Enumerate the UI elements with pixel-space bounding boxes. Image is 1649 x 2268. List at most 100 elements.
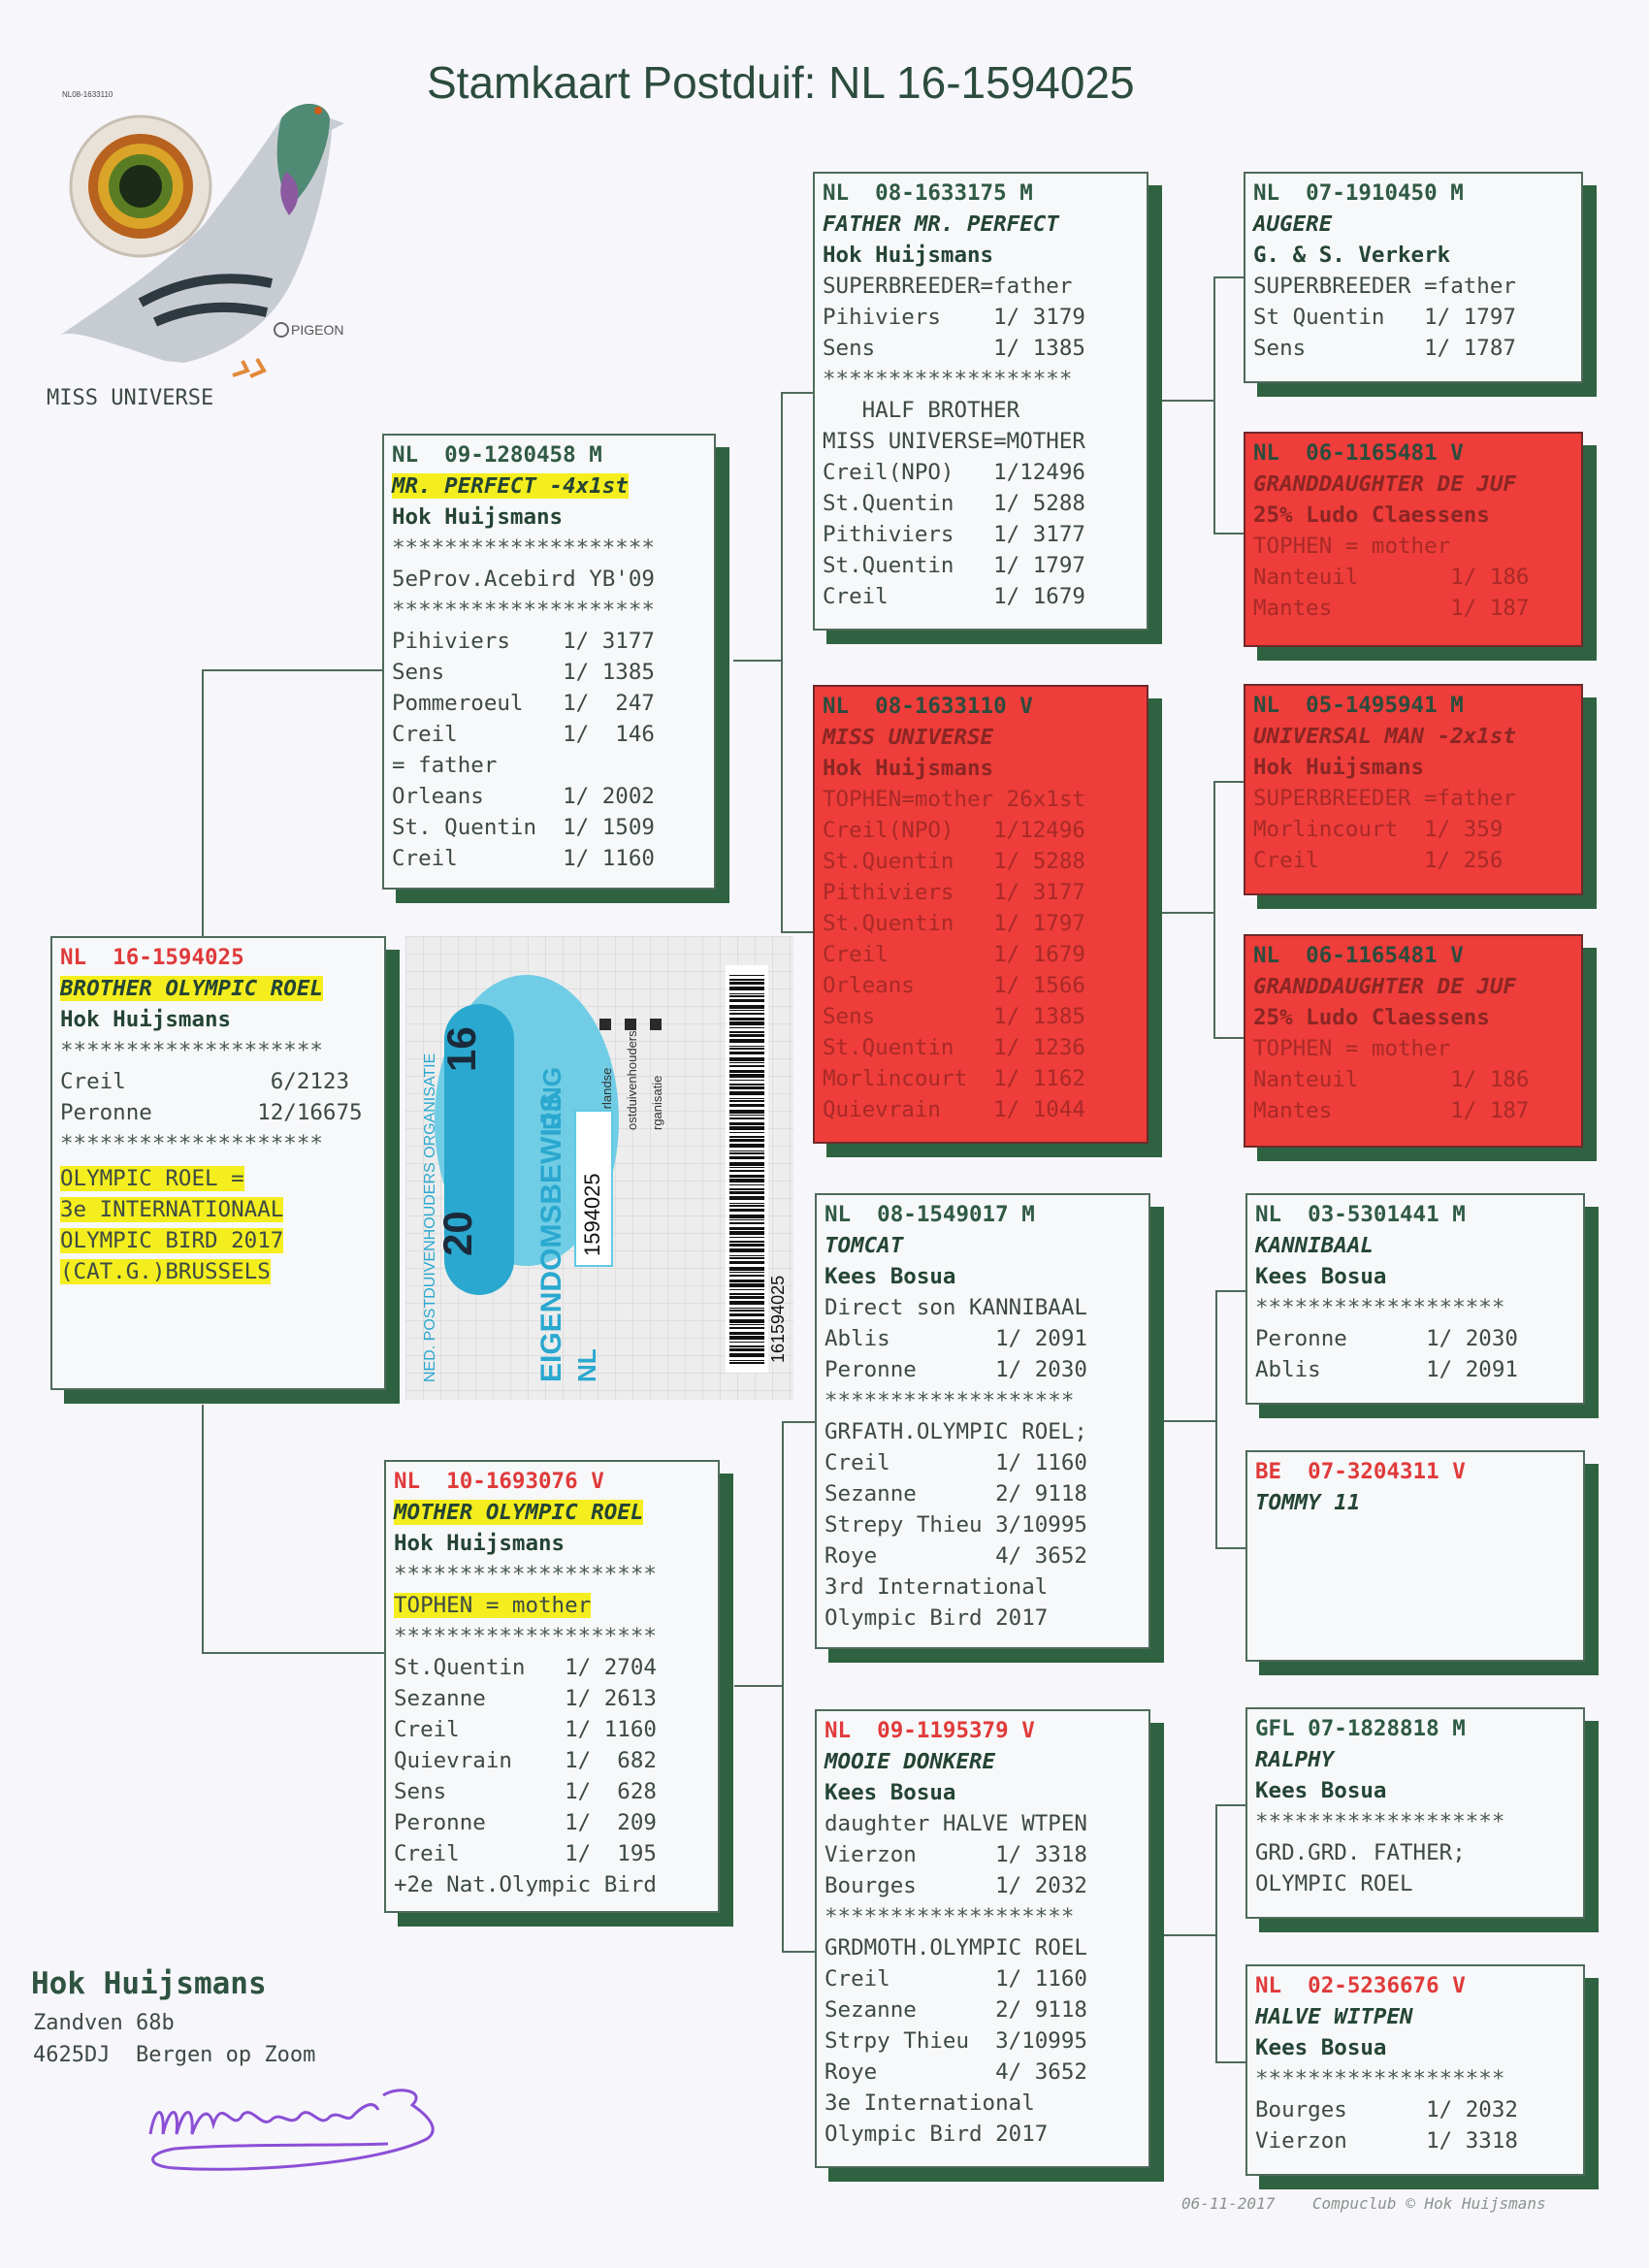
separator-line: ******************** bbox=[394, 1621, 710, 1652]
barcode-bar bbox=[729, 1191, 764, 1194]
card-heading: EIGENDOMSBEWIJS bbox=[535, 1093, 567, 1382]
line-text: Sezanne 2/ 9118 bbox=[824, 1997, 1087, 2023]
result-line: Creil(NPO) 1/12496 bbox=[823, 457, 1139, 488]
barcode-bar bbox=[729, 1227, 764, 1230]
connector bbox=[1215, 1290, 1217, 1548]
barcode-bar bbox=[729, 1167, 764, 1168]
pigeon-name: FATHER MR. PERFECT bbox=[823, 209, 1139, 240]
line-text: Morlincourt 1/ 1162 bbox=[823, 1066, 1085, 1091]
barcode-bar bbox=[729, 1209, 764, 1212]
barcode-bar bbox=[729, 1203, 764, 1204]
line-text: Creil 1/ 1160 bbox=[824, 1966, 1087, 1992]
result-line: Pihiviers 1/ 3179 bbox=[823, 302, 1139, 333]
highlight-text: OLYMPIC ROEL = bbox=[60, 1166, 244, 1191]
connector bbox=[734, 1685, 783, 1687]
line-text: Roye 4/ 3652 bbox=[824, 1543, 1087, 1569]
barcode-bar bbox=[729, 987, 764, 990]
line-text: Olympic Bird 2017 bbox=[824, 2122, 1049, 2147]
pigeon-name-text: GRANDDAUGHTER DE JUF bbox=[1253, 471, 1516, 497]
barcode-bar bbox=[729, 1280, 764, 1282]
separator-line: ******************* bbox=[1255, 1292, 1575, 1323]
pigeon-name-text: TOMMY 11 bbox=[1255, 1490, 1361, 1515]
barcode-bar bbox=[729, 1222, 764, 1224]
card-npo-2: ostduivenhouders bbox=[625, 1030, 639, 1130]
barcode-bar bbox=[729, 1005, 764, 1009]
result-line: St Quentin 1/ 1797 bbox=[1253, 302, 1573, 333]
ring-number: NL 08-1633175 M bbox=[823, 180, 1033, 206]
highlight-text: OLYMPIC BIRD 2017 bbox=[60, 1228, 284, 1253]
ring-number: NL 08-1549017 M bbox=[824, 1202, 1035, 1227]
line-text: Creil 1/ 1160 bbox=[824, 1450, 1087, 1475]
ring-number: NL 16-1594025 bbox=[60, 945, 244, 970]
result-line: Olympic Bird 2017 bbox=[824, 2119, 1141, 2150]
barcode-bar bbox=[729, 999, 764, 1002]
result-line: Nanteuil 1/ 186 bbox=[1253, 562, 1573, 593]
barcode-bar bbox=[729, 1091, 764, 1095]
owner-name: Kees Bosua bbox=[824, 1264, 956, 1289]
barcode-bar bbox=[729, 1248, 764, 1252]
barcode-bar bbox=[729, 1104, 764, 1107]
footer-credit: 06-11-2017 Compuclub © Hok Huijsmans bbox=[1181, 2194, 1546, 2213]
barcode-bar bbox=[729, 1293, 764, 1295]
line-text: St.Quentin 1/ 1236 bbox=[823, 1035, 1085, 1060]
connector bbox=[202, 1652, 384, 1654]
line-text: ******************* bbox=[824, 1388, 1075, 1413]
separator-line: ******************* bbox=[1255, 1806, 1575, 1837]
line-text: Nanteuil 1/ 186 bbox=[1253, 1067, 1530, 1092]
result-line: 3e International bbox=[824, 2088, 1141, 2119]
pigeon-name-text: MOOIE DONKERE bbox=[824, 1749, 996, 1774]
barcode-bar bbox=[729, 1327, 764, 1329]
pigeon-name: HALVE WITPEN bbox=[1255, 2001, 1575, 2032]
connector bbox=[1162, 1934, 1216, 1936]
connector bbox=[782, 1951, 815, 1953]
result-line: Sezanne 1/ 2613 bbox=[394, 1683, 710, 1714]
line-text: St.Quentin 1/ 1797 bbox=[823, 911, 1085, 936]
line-text: Creil 1/ 146 bbox=[392, 722, 655, 747]
barcode-bar bbox=[729, 975, 764, 976]
line-text: Creil 1/ 1679 bbox=[823, 584, 1085, 609]
separator-line: ******************** bbox=[392, 595, 706, 626]
owner-name: Kees Bosua bbox=[1255, 1778, 1387, 1803]
barcode-bar bbox=[729, 1272, 764, 1273]
result-line: Creil 1/ 146 bbox=[392, 719, 706, 750]
barcode-bar bbox=[729, 1126, 764, 1130]
barcode-bar bbox=[729, 1332, 764, 1335]
barcode-bar bbox=[729, 1313, 764, 1316]
line-text: SUPERBREEDER =father bbox=[1253, 274, 1516, 299]
result-line: Peronne 1/ 2030 bbox=[824, 1354, 1141, 1385]
barcode-bar bbox=[729, 1027, 764, 1028]
card-country: NL bbox=[572, 1348, 601, 1382]
card-barcode-number: 161594025 bbox=[768, 1276, 788, 1363]
result-line: St.Quentin 1/ 1236 bbox=[823, 1032, 1139, 1063]
line-text: +2e Nat.Olympic Bird bbox=[394, 1872, 657, 1897]
barcode-bar bbox=[729, 1261, 764, 1264]
result-line: TOPHEN = mother bbox=[1253, 1033, 1573, 1064]
line-text: St. Quentin 1/ 1509 bbox=[392, 815, 655, 840]
barcode-bar bbox=[729, 1283, 764, 1287]
result-line: SUPERBREEDER =father bbox=[1253, 271, 1573, 302]
result-line: Creil 1/ 1679 bbox=[823, 581, 1139, 612]
line-text: MISS UNIVERSE=MOTHER bbox=[823, 429, 1085, 454]
pigeon-name: KANNIBAAL bbox=[1255, 1230, 1575, 1261]
pigeon-name: TOMMY 11 bbox=[1255, 1487, 1575, 1518]
result-line: Olympic Bird 2017 bbox=[824, 1603, 1141, 1634]
barcode-bar bbox=[729, 1348, 764, 1351]
line-text: ******************* bbox=[1255, 1295, 1505, 1320]
result-line: Bourges 1/ 2032 bbox=[824, 1870, 1141, 1901]
result-line: St.Quentin 1/ 2704 bbox=[394, 1652, 710, 1683]
result-line: Ablis 1/ 2091 bbox=[1255, 1354, 1575, 1385]
barcode-bar bbox=[729, 1336, 764, 1340]
result-line: Direct son KANNIBAAL bbox=[824, 1292, 1141, 1323]
pigeon-name-text: AUGERE bbox=[1253, 211, 1333, 237]
line-text: TOPHEN = mother bbox=[1253, 534, 1451, 559]
pigeon-name: MOTHER OLYMPIC ROEL bbox=[394, 1497, 710, 1528]
barcode-bar bbox=[729, 1179, 764, 1183]
barcode-bar bbox=[729, 1353, 764, 1357]
barcode-bar bbox=[729, 1074, 764, 1078]
pigeon-logo: NL08-1633110 PIGEON bbox=[58, 90, 344, 378]
barcode-bar bbox=[729, 1162, 764, 1166]
line-text: St.Quentin 1/ 5288 bbox=[823, 491, 1085, 516]
result-line: 5eProv.Acebird YB'09 bbox=[392, 564, 706, 595]
